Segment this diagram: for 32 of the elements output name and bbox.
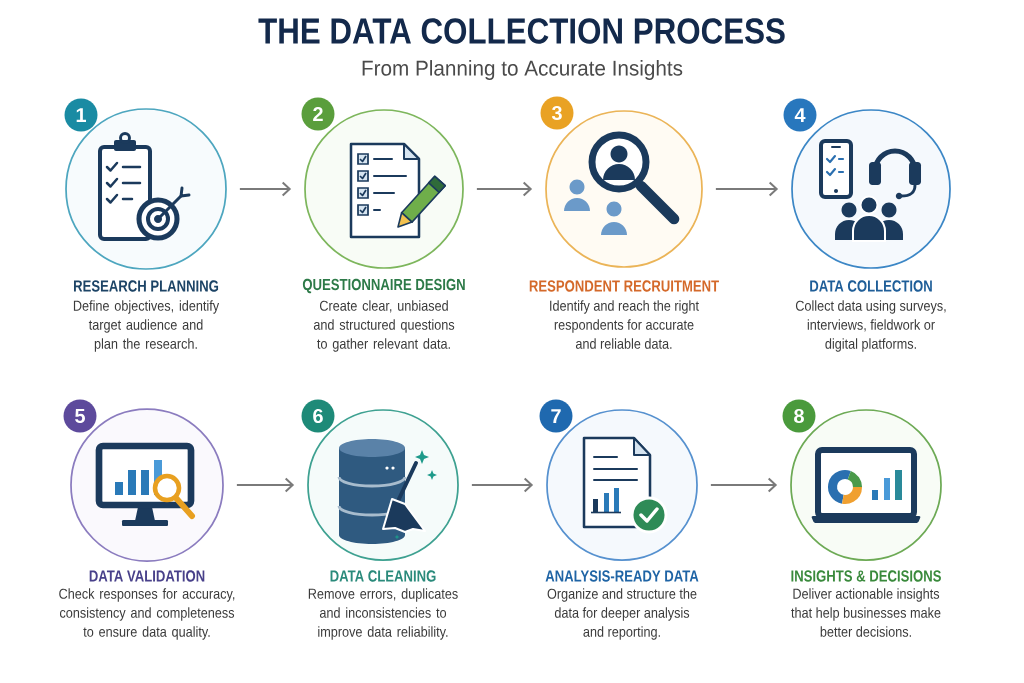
step-description: Collect data using surveys, interviews, fieldwork or digital platforms. bbox=[795, 300, 946, 352]
number-badge: 2 bbox=[301, 97, 335, 131]
subtitle: From Planning to Accurate Insights bbox=[362, 60, 683, 80]
step-heading: DATA VALIDATION bbox=[89, 570, 205, 582]
step-description: Organize and structure the data for deeper analysis and reporting. bbox=[547, 588, 697, 640]
number-badge: 7 bbox=[539, 399, 573, 433]
step-heading: RESPONDENT RECRUITMENT bbox=[529, 280, 719, 292]
step-heading: QUESTIONNAIRE DESIGN bbox=[302, 278, 465, 294]
step-heading: ANALYSIS-READY DATA bbox=[545, 570, 699, 582]
step-heading: INSIGHTS & DECISIONS bbox=[791, 570, 941, 582]
arrow bbox=[714, 181, 779, 197]
step-heading: DATA COLLECTION bbox=[810, 280, 932, 292]
step-description: Identify and reach the right respondents for accurate and reliable data. bbox=[550, 300, 699, 349]
number-badge: 8 bbox=[782, 399, 816, 433]
number-badge: 4 bbox=[783, 98, 817, 132]
step-description: Remove errors, duplicates and inconsistencies to improve data reliability. bbox=[308, 588, 458, 640]
step-description: Define objectives, identify target audience and plan the research. bbox=[73, 300, 220, 352]
title: THE DATA COLLECTION PROCESS bbox=[258, 18, 785, 44]
step-description: Deliver actionable insights that help businesses make better decisions. bbox=[791, 588, 941, 637]
number-badge: 6 bbox=[301, 399, 335, 433]
number-badge: 3 bbox=[540, 96, 574, 130]
step-description: Create clear, unbiased and structured questions to gather relevant data. bbox=[313, 300, 455, 352]
number-badge: 1 bbox=[64, 98, 98, 132]
step-description: Check responses for accuracy, consistency and completeness to ensure data quality. bbox=[59, 588, 235, 640]
step-heading: DATA CLEANING bbox=[330, 570, 436, 582]
arrow bbox=[475, 181, 533, 197]
number-badge: 5 bbox=[63, 399, 97, 433]
step-heading: RESEARCH PLANNING bbox=[74, 280, 219, 292]
arrow bbox=[470, 477, 534, 493]
arrow bbox=[235, 477, 295, 493]
arrow bbox=[709, 477, 778, 493]
arrow bbox=[238, 181, 292, 197]
